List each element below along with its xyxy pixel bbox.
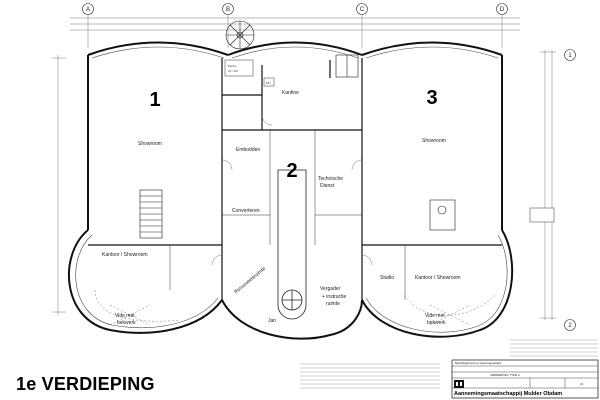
label-studio: Studio bbox=[380, 275, 394, 281]
label-vergader: Vergader bbox=[320, 286, 341, 292]
label-instructie: + instructie bbox=[322, 294, 347, 300]
label-kantoor-left: Kantoor / Showroom bbox=[102, 252, 148, 258]
axis-1-label: 1 bbox=[568, 53, 572, 59]
label-showroom-left: Showroom bbox=[138, 141, 162, 147]
door-swings bbox=[211, 114, 373, 266]
label-bekwerk-left: bekwerk bbox=[117, 320, 136, 326]
titleblock-number: 21 bbox=[580, 382, 584, 386]
internal-walls bbox=[88, 58, 502, 300]
label-showroom-right: Showroom bbox=[422, 138, 446, 144]
notes-legend-lines bbox=[300, 339, 598, 389]
stair-left bbox=[139, 189, 163, 239]
label-bekwerk-right: bekwerk bbox=[427, 320, 446, 326]
axis-c-label: C bbox=[360, 7, 365, 13]
titleblock-company: Aannemingsmaatschappij Mulder Obdam bbox=[454, 391, 562, 397]
titleblock-sheet: VERDIEPING TYPE A bbox=[490, 373, 520, 377]
room-number-1: 1 bbox=[149, 89, 160, 111]
label-pantry-sub: LV / HV bbox=[228, 69, 238, 73]
dimension-lines-left bbox=[52, 55, 66, 315]
partitions bbox=[169, 130, 406, 300]
label-mu: MU bbox=[266, 81, 271, 85]
vide-openings bbox=[94, 289, 496, 326]
label-converteren: Converteren bbox=[232, 208, 260, 214]
dimension-lines-right bbox=[540, 50, 556, 320]
label-kantine: Kantine bbox=[282, 90, 299, 96]
room-number-3: 3 bbox=[426, 87, 437, 109]
axis-d-label: D bbox=[500, 7, 505, 13]
toilet-block bbox=[335, 54, 456, 231]
label-vide-right: Vide met bbox=[425, 313, 445, 319]
central-stair-well bbox=[277, 169, 307, 320]
title-block bbox=[451, 359, 599, 399]
axis-b-label: B bbox=[226, 7, 230, 13]
axis-a-label: A bbox=[86, 7, 90, 13]
label-vide-left: Vide met bbox=[115, 313, 135, 319]
label-kantoor-right: Kantoor / Showroom bbox=[415, 275, 461, 281]
label-technische: Technische bbox=[318, 176, 343, 182]
label-personeelsruimte: Personeelsruimte bbox=[233, 266, 267, 296]
label-embodden: Embodden bbox=[236, 147, 260, 153]
annotation-boxes bbox=[224, 59, 555, 223]
page-title: 1e VERDIEPING bbox=[16, 374, 155, 394]
spiral-stair-top bbox=[225, 20, 255, 50]
room-number-2: 2 bbox=[286, 160, 297, 182]
dimension-lines-top bbox=[70, 14, 520, 48]
axis-bubbles-top bbox=[82, 3, 508, 15]
label-dienst: Dienst bbox=[320, 183, 335, 189]
axis-bubbles-right bbox=[564, 49, 576, 331]
titleblock-project: Bedrijfsgebouw te Heerhugowaard bbox=[455, 361, 501, 365]
label-pantry: Pantry bbox=[228, 64, 237, 68]
label-ruimte: ruimte bbox=[326, 301, 340, 307]
building-outline bbox=[68, 41, 514, 340]
label-jan: Jan bbox=[268, 318, 276, 324]
axis-2-label: 2 bbox=[568, 323, 572, 329]
